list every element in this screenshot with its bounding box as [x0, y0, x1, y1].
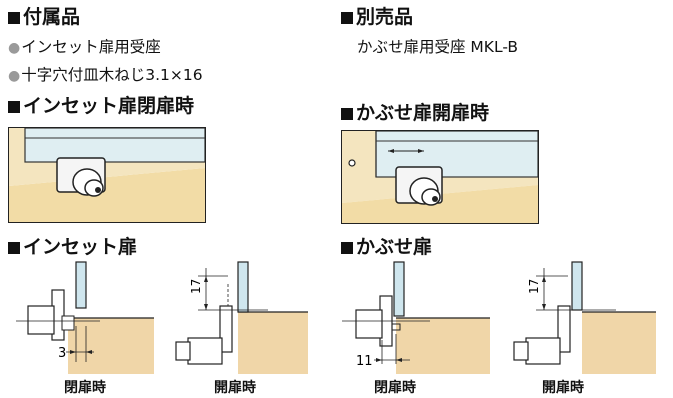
overlay-open-illustration — [341, 130, 539, 224]
sold-separately-heading: 別売品 — [341, 6, 413, 28]
bullet-square-icon — [341, 242, 353, 254]
overlay-closed-caption: 閉扉時 — [374, 380, 416, 396]
accessory-item-1: ●インセット扉用受座 — [8, 38, 161, 56]
accessories-heading: 付属品 — [8, 6, 80, 28]
inset-gap-label: 3 — [58, 346, 66, 361]
inset-open-section-diagram: 17 — [175, 261, 308, 374]
overlay-open-caption: 開扉時 — [542, 380, 584, 396]
overlay-closed-section-diagram: 11 — [342, 261, 490, 374]
overlay-open-section-diagram: 17 — [513, 261, 656, 374]
overlay-gap-label: 11 — [356, 354, 373, 369]
inset-heading: インセット扉 — [8, 236, 137, 258]
inset-closed-heading: インセット扉閉扉時 — [8, 95, 194, 117]
accessory-item-2: ●十字穴付皿木ねじ3.1×16 — [8, 66, 203, 84]
inset-open-caption: 開扉時 — [214, 380, 256, 396]
inset-open-dim-label: 17 — [189, 279, 203, 294]
inset-closed-section-diagram: 3 — [16, 261, 154, 374]
overlay-heading: かぶせ扉 — [341, 236, 432, 258]
inset-closed-caption: 閉扉時 — [64, 380, 106, 396]
bullet-square-icon — [341, 12, 353, 24]
overlay-open-heading: かぶせ扉開扉時 — [341, 102, 489, 124]
overlay-open-dim-label: 17 — [527, 279, 541, 294]
bullet-square-icon — [8, 242, 20, 254]
bullet-square-icon — [341, 108, 353, 120]
bullet-circle-icon: ● — [8, 68, 21, 84]
bullet-square-icon — [8, 12, 20, 24]
bullet-circle-icon: ● — [8, 40, 21, 56]
sold-separately-item: かぶせ扉用受座 MKL-B — [357, 38, 519, 56]
bullet-square-icon — [8, 101, 20, 113]
inset-closed-illustration — [8, 127, 206, 223]
